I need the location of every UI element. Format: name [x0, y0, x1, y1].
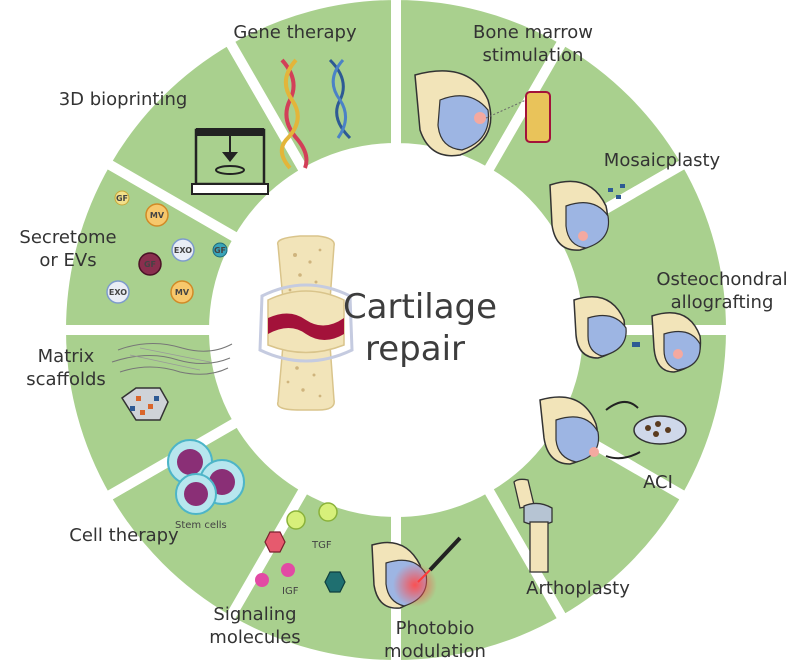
segment-label-1-line-1: stimulation	[483, 45, 584, 66]
segment-label-1-line-0: Bone marrow	[473, 22, 593, 43]
segment-label-5-line-0: Arthoplasty	[526, 578, 630, 599]
center-title-line2: repair	[365, 329, 465, 369]
gf-label-1: GF	[116, 194, 128, 203]
mv-label-1: MV	[150, 211, 165, 220]
gf-label-3: GF	[144, 260, 156, 269]
segment-label-9-line-0: Matrix	[38, 346, 95, 367]
center-title-line1: Cartilage	[343, 287, 497, 327]
tgf-label: TGF	[311, 540, 332, 551]
segment-label-3-line-0: Osteochondral	[656, 269, 787, 290]
igf-label: IGF	[282, 586, 299, 597]
segment-label-7-line-0: Signaling	[213, 604, 296, 625]
segment-label-7-line-1: molecules	[209, 627, 300, 648]
segment-label-4-line-0: ACI	[643, 472, 673, 493]
segment-label-6-line-1: modulation	[384, 641, 486, 662]
gf-label-2: GF	[214, 246, 226, 255]
stem-cells-label: Stem cells	[175, 520, 227, 531]
segment-label-3-line-1: allografting	[671, 292, 774, 313]
mv-label-2: MV	[175, 288, 190, 297]
exo-label-2: EXO	[109, 288, 127, 297]
exo-label-1: EXO	[174, 246, 192, 255]
segment-label-0-line-0: Gene therapy	[233, 22, 357, 43]
segment-label-10-line-1: or EVs	[39, 250, 96, 271]
segment-label-2-line-0: Mosaicplasty	[604, 150, 721, 171]
segment-label-8-line-0: Cell therapy	[69, 525, 179, 546]
knee-joint-illustration	[260, 236, 352, 410]
segment-label-6-line-0: Photobio	[396, 618, 475, 639]
segment-label-9-line-1: scaffolds	[26, 369, 106, 390]
segment-label-10-line-0: Secretome	[19, 227, 116, 248]
segment-label-11-line-0: 3D bioprinting	[59, 89, 188, 110]
